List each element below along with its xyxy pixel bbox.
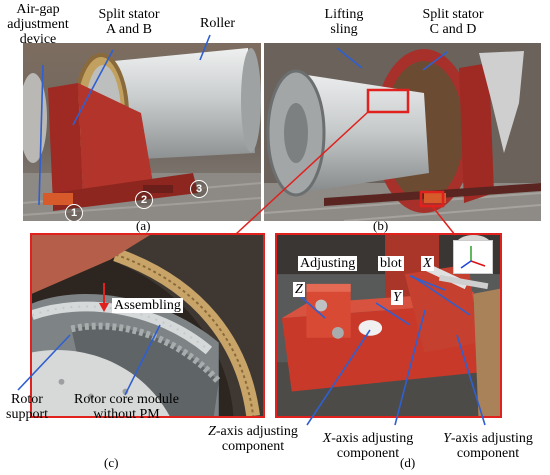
caption-d: (d): [400, 455, 416, 470]
label-lifting-line1: Lifting: [324, 7, 364, 22]
label-x-axis-rest: -axis adjusting: [331, 431, 414, 446]
label-air-gap-line2: adjustment: [7, 17, 69, 32]
label-y-axis-rest: -axis adjusting: [450, 431, 533, 446]
label-z-axis-rest: -axis adjusting: [215, 424, 298, 439]
label-rotor-core-line2: without PM: [93, 407, 160, 422]
label-y-axis-component: Y-axis adjusting component: [434, 431, 542, 461]
label-lifting-line2: sling: [330, 22, 358, 37]
label-adjusting: Adjusting: [298, 256, 358, 271]
label-air-gap-line3: device: [19, 32, 57, 47]
label-split-stator-ab: Split stator A and B: [84, 7, 174, 37]
marker-2: 2: [135, 191, 153, 209]
caption-c: (c): [104, 455, 119, 470]
caption-a: (a): [136, 218, 151, 233]
label-rotor-core-line1: Rotor core module: [74, 392, 179, 407]
label-rotor-support-line2: support: [6, 407, 48, 422]
label-y-axis-line2: component: [456, 446, 520, 461]
label-air-gap-device: Air-gap adjustment device: [2, 2, 74, 47]
label-split-cd-line1: Split stator: [422, 7, 484, 22]
label-assembling: Assembling: [112, 298, 183, 313]
marker-3: 3: [190, 180, 208, 198]
label-split-ab-line1: Split stator: [98, 7, 160, 22]
label-x-axis-line2: component: [336, 446, 400, 461]
photo-b: [264, 43, 541, 221]
label-axis-y: Y: [391, 290, 403, 305]
label-axis-x: X: [421, 256, 434, 271]
label-x-axis-italic: X: [322, 431, 332, 446]
axes-icon: [453, 240, 493, 274]
label-blot: blot: [378, 256, 404, 271]
photo-c: [30, 233, 265, 418]
label-z-axis-line2: component: [221, 439, 285, 454]
label-split-cd-line2: C and D: [429, 22, 477, 37]
label-x-axis-component: X-axis adjusting component: [318, 431, 418, 461]
label-lifting-sling: Lifting sling: [318, 7, 370, 37]
label-rotor-support-line1: Rotor: [11, 392, 43, 407]
label-z-axis-component: Z-axis adjusting component: [203, 424, 303, 454]
label-split-stator-cd: Split stator C and D: [408, 7, 498, 37]
label-split-ab-line2: A and B: [106, 22, 152, 37]
label-y-axis-italic: Y: [443, 431, 451, 446]
label-rotor-core-module: Rotor core module without PM: [64, 392, 189, 422]
label-axis-z: Z: [293, 282, 305, 297]
caption-b: (b): [373, 218, 389, 233]
label-z-axis-italic: Z: [208, 424, 216, 439]
marker-1: 1: [65, 204, 83, 222]
label-roller: Roller: [200, 16, 235, 31]
label-air-gap-line1: Air-gap: [16, 2, 60, 17]
label-rotor-support: Rotor support: [2, 392, 52, 422]
